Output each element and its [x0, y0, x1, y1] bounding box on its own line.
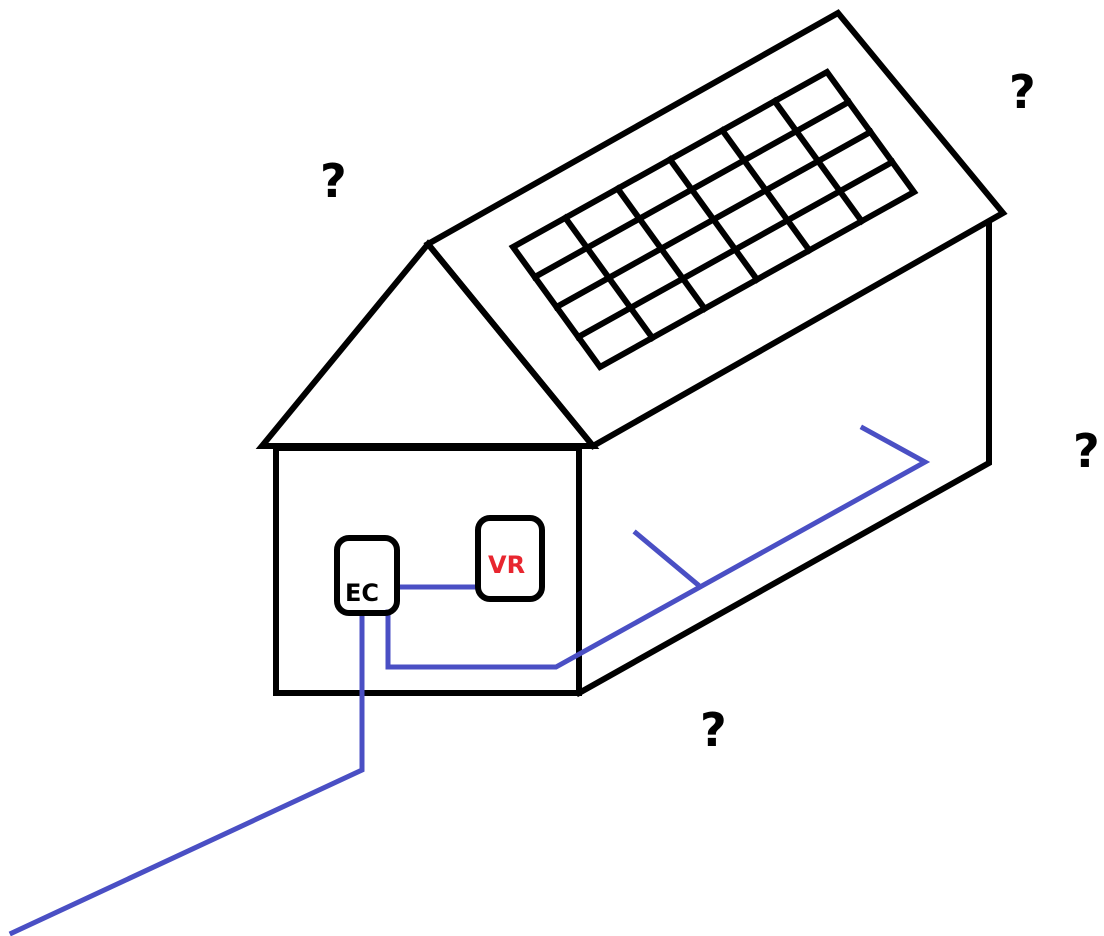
vr-box: VR — [475, 515, 545, 602]
incoming-cable — [8, 610, 365, 936]
solar-panel-row-divider — [552, 127, 875, 312]
ec-label: EC — [345, 579, 379, 607]
ec-box: EC — [334, 535, 400, 616]
question-mark-right: ? — [1073, 424, 1100, 478]
solar-panel-row-divider — [574, 157, 897, 342]
solar-panel-row-divider — [530, 97, 853, 282]
side-wall-branch-cable — [632, 529, 701, 588]
solar-panel — [508, 68, 919, 371]
question-mark-top-right: ? — [1009, 65, 1036, 119]
house-front-wall — [273, 445, 582, 696]
side-wall-cable — [385, 424, 931, 670]
vr-box-frame — [475, 515, 545, 602]
vr-label: VR — [488, 551, 525, 579]
side-wall — [574, 220, 992, 698]
question-mark-bottom: ? — [700, 703, 727, 757]
roof-plane — [423, 9, 1008, 450]
ec-box-frame — [334, 535, 400, 616]
wiring — [8, 424, 931, 936]
question-mark-top-left: ? — [320, 154, 347, 208]
